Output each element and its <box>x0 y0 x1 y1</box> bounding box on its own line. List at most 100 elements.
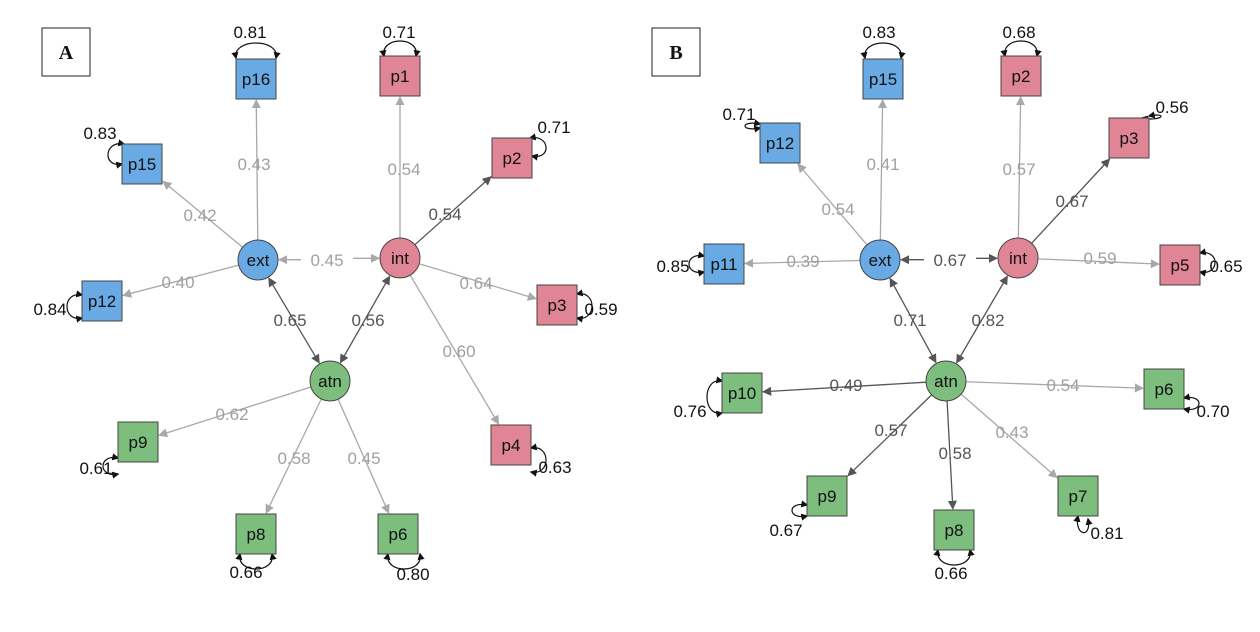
panel-b-cov-label-ext-int: 0.67 <box>933 251 966 270</box>
panel-b-indicator-label-p15: p15 <box>869 70 897 89</box>
panel-b-residual-loop-p7 <box>1073 514 1093 534</box>
panel-a-residual-label-p16: 0.81 <box>233 23 266 42</box>
panel-a-loading-edge-p3 <box>418 263 537 301</box>
panel-b-indicator-p7 <box>1057 475 1099 517</box>
panel-a-residual-label-p8: 0.66 <box>229 563 262 582</box>
panel-a-edges: 0.430.810.420.830.400.840.540.710.540.71… <box>33 23 617 584</box>
panel-a-indicator-label-p16: p16 <box>242 70 270 89</box>
panel-a-latent-int <box>379 237 421 279</box>
panel-b-latent-ext <box>859 239 901 281</box>
panel-a-indicator-label-p4: p4 <box>502 436 521 455</box>
panel-a-residual-label-p15: 0.83 <box>83 124 116 143</box>
panel-a-residual-label-p6: 0.80 <box>396 565 429 584</box>
panel-b-indicator-label-p10: p10 <box>728 384 756 403</box>
panel-b-residual-label-p9: 0.67 <box>769 521 802 540</box>
panel-a-indicator-label-p1: p1 <box>391 67 410 86</box>
panel-a-indicator-label-p2: p2 <box>503 149 522 168</box>
panel-a-loading-label-p6: 0.45 <box>347 449 380 468</box>
panel-b-latent-label-int: int <box>1009 249 1027 268</box>
panel-b-latent-int <box>997 237 1039 279</box>
panel-b-loading-label-p12: 0.54 <box>821 200 854 219</box>
panel-b-residual-label-p12: 0.71 <box>722 105 755 124</box>
panel-b-indicator-p10 <box>721 372 763 414</box>
panel-b-loading-label-p7: 0.43 <box>995 423 1028 442</box>
panel-b-residual-loop-p12 <box>744 119 762 133</box>
panel-b-loading-edge-p15 <box>877 99 888 241</box>
panel-b-loading-edge-p3 <box>1031 158 1111 244</box>
panel-b-residual-label-p5: 0.65 <box>1209 257 1242 276</box>
panel-b-indicator-label-p11: p11 <box>710 255 737 274</box>
panel-a-indicator-p4 <box>490 424 532 466</box>
panel-b-label-box <box>651 27 701 77</box>
panel-a-loading-label-p16: 0.43 <box>237 155 270 174</box>
panel-a-residual-loop-p8 <box>235 552 277 570</box>
panel-a-residual-label-p1: 0.71 <box>382 23 415 42</box>
panel-b-residual-label-p3: 0.56 <box>1155 98 1188 117</box>
panel-b-indicator-p8 <box>933 509 975 551</box>
panel-b-indicator-p2 <box>1000 55 1042 97</box>
panel-a-loading-label-p2: 0.54 <box>428 205 461 224</box>
panel-a-loading-edge-p2 <box>414 176 492 246</box>
panel-b-latent-label-ext: ext <box>869 251 892 270</box>
panel-b-residual-loop-p2 <box>1000 40 1042 58</box>
panel-a-cov-edge-ext-atn <box>268 277 320 364</box>
panel-a-cov-label-ext-atn: 0.65 <box>273 311 306 330</box>
panel-b-residual-loop-p8 <box>933 548 975 566</box>
panel-b-loading-edge-p9 <box>847 394 933 477</box>
panel-a-latent-label-atn: atn <box>318 372 342 391</box>
panel-b-indicator-p9 <box>806 475 848 517</box>
panel-b-indicator-p15 <box>862 58 904 100</box>
panel-b-loading-label-p5: 0.59 <box>1083 249 1116 268</box>
panel-a-indicator-p1 <box>379 55 421 97</box>
panel-b-cov-label-ext-atn: 0.71 <box>893 311 926 330</box>
panel-b-residual-loop-p11 <box>688 251 706 277</box>
panel-b-loading-label-p10: 0.49 <box>829 376 862 395</box>
panel-a-indicator-p8 <box>235 513 277 555</box>
panel-b-loading-edge-p8 <box>946 400 957 510</box>
panel-a-loading-label-p9: 0.62 <box>215 405 248 424</box>
panel-a-loading-edge-p6 <box>337 399 390 514</box>
panel-a-loading-edge-p9 <box>158 386 312 438</box>
panel-b-indicator-label-p12: p12 <box>766 134 794 153</box>
panel-b: B 0.410.830.540.710.390.850.570.680.670.… <box>651 23 1243 583</box>
panel-b-residual-label-p11: 0.85 <box>656 257 689 276</box>
panel-a-latent-atn <box>309 360 351 402</box>
panel-a-residual-loop-p15 <box>107 139 126 169</box>
panel-b-indicator-p5 <box>1159 244 1201 286</box>
panel-a-residual-loop-p6 <box>383 552 425 570</box>
panel-a-indicator-p9 <box>117 421 159 463</box>
panel-b-residual-label-p7: 0.81 <box>1090 524 1123 543</box>
panel-b-loading-edge-p6 <box>965 381 1144 393</box>
panel-b-indicator-p12 <box>759 122 801 164</box>
panel-a-cov-edge-int-atn <box>339 275 391 364</box>
panel-a-latent-ext <box>237 239 279 281</box>
panel-b-cov-label-int-atn: 0.82 <box>971 311 1004 330</box>
panel-a-label-box <box>41 27 91 77</box>
panel-a: A 0.430.810.420.830.400.840.540.710.540.… <box>33 23 617 584</box>
panel-b-residual-label-p6: 0.70 <box>1196 402 1229 421</box>
panel-b-residual-label-p15: 0.83 <box>862 23 895 42</box>
panel-b-loading-label-p15: 0.41 <box>866 155 899 174</box>
panel-b-indicator-label-p3: p3 <box>1120 129 1139 148</box>
panel-a-indicator-p15 <box>121 143 163 185</box>
panel-a-residual-label-p9: 0.61 <box>79 459 112 478</box>
panel-a-indicator-label-p12: p12 <box>88 292 116 311</box>
panel-a-loading-edge-p8 <box>265 398 322 514</box>
panel-a-residual-loop-p1 <box>379 40 421 58</box>
panel-b-cov-edge-int-atn <box>956 275 1008 364</box>
panel-b-loading-label-p9: 0.57 <box>874 421 907 440</box>
panel-b-indicator-label-p6: p6 <box>1155 380 1174 399</box>
panel-a-loading-label-p1: 0.54 <box>387 160 420 179</box>
panel-b-loading-edge-p5 <box>1037 258 1160 269</box>
panel-b-loading-label-p3: 0.67 <box>1055 192 1088 211</box>
panel-b-indicator-label-p9: p9 <box>818 487 837 506</box>
panel-a-residual-loop-p12 <box>66 290 84 323</box>
panel-a-loading-label-p15: 0.42 <box>183 206 216 225</box>
panel-a-loading-label-p3: 0.64 <box>459 274 492 293</box>
panel-b-loading-label-p6: 0.54 <box>1046 376 1079 395</box>
panel-a-residual-loop-p4 <box>529 443 547 477</box>
panel-b-latent-label-atn: atn <box>934 372 958 391</box>
panel-b-label: B <box>669 42 682 64</box>
panel-a-indicator-label-p9: p9 <box>129 433 148 452</box>
